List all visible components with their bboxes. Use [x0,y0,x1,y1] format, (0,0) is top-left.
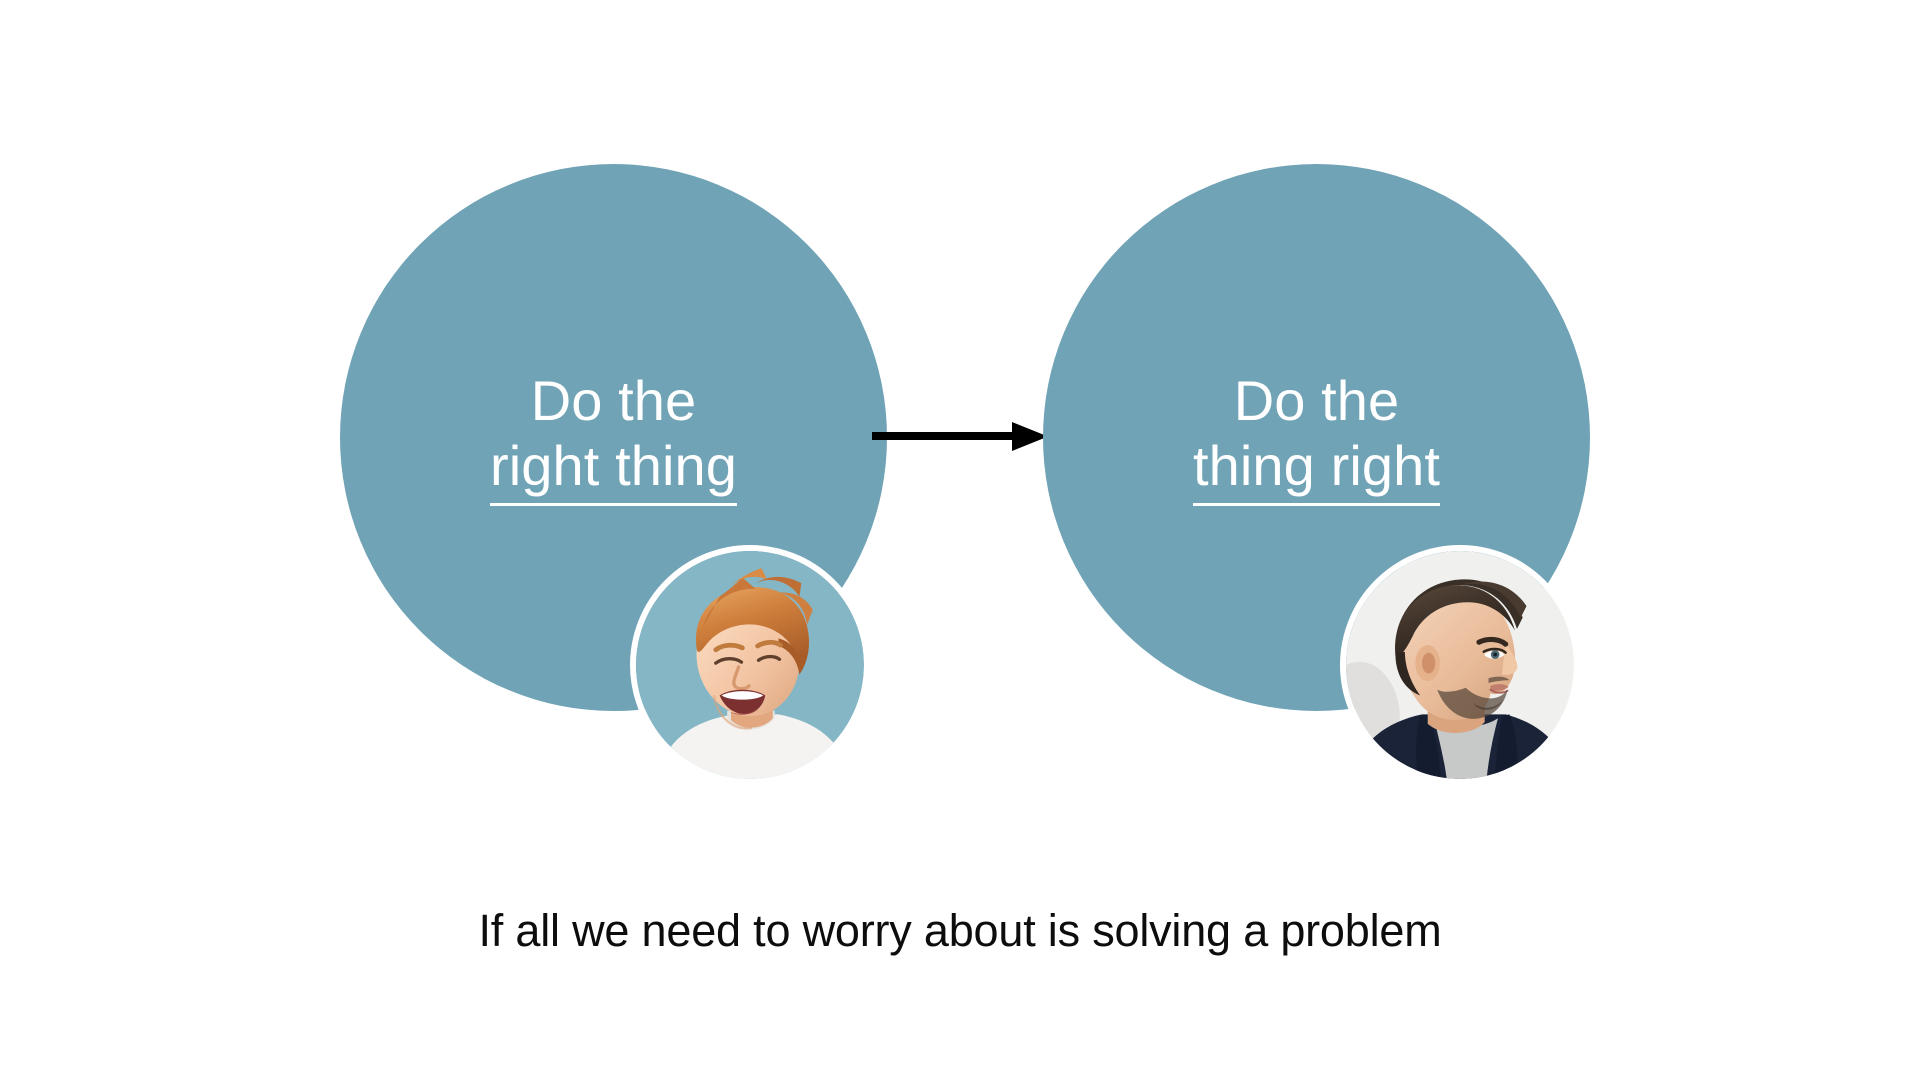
concept-line-2-right: thing right [1192,434,1441,507]
smiling-man-ginger-hair-avatar [630,545,870,785]
concept-line-1-right: Do the [1233,368,1400,432]
concept-text-right: Do the thing right [1192,368,1441,507]
slide-caption: If all we need to worry about is solving… [478,905,1442,956]
concept-text-left: Do the right thing [489,368,738,507]
right-arrow [872,408,1048,466]
man-dark-hair-profile-avatar [1340,545,1580,785]
concept-line-1-left: Do the [530,368,697,432]
concept-circle-do-the-right-thing[interactable]: Do the right thing [340,164,887,711]
concept-line-2-left: right thing [489,434,738,507]
